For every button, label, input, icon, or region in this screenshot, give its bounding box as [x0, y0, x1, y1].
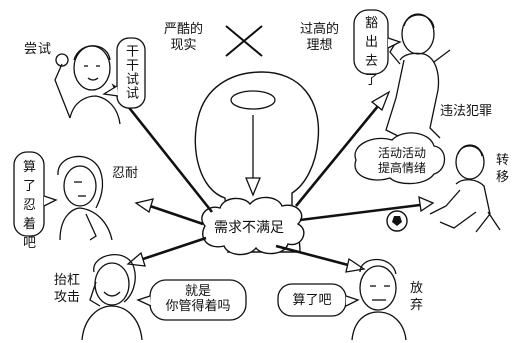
shift-label: 转移 — [496, 153, 510, 185]
arrow-to-crime — [370, 90, 391, 112]
endure-label: 忍耐 — [112, 166, 139, 181]
down-arrow — [245, 177, 261, 197]
arrow-to-endure — [134, 198, 154, 214]
try-bubble-text: 干干试试 — [123, 44, 138, 100]
figure-argue — [81, 254, 143, 341]
center-cloud — [201, 196, 305, 256]
try-label: 尝试 — [24, 42, 53, 57]
arrow-to-argue — [126, 251, 146, 267]
high-ideal-label: 过高的 理想 — [300, 22, 340, 53]
argue-bubble-text: 就是 你管得着吗 — [165, 284, 231, 314]
arrow-to-shift — [418, 195, 435, 213]
figure-shift — [429, 144, 501, 233]
arrow-to-give-up — [345, 257, 366, 273]
give-up-label: 放弃 — [410, 281, 424, 313]
harsh-reality-label: 严酷的 现实 — [164, 22, 204, 53]
soccer-ball — [386, 210, 408, 232]
center-label: 需求不满足 — [214, 220, 284, 236]
argue-label: 抬杠攻击 — [54, 273, 81, 305]
endure-bubble-text: 算了忍着吧 — [22, 160, 36, 251]
shift-bubble-text: 活动活动 提高情绪 — [377, 146, 426, 175]
crime-bubble-text: 豁出去了 — [364, 16, 378, 88]
figure-crime — [385, 13, 451, 139]
figure-give-up — [351, 259, 407, 341]
bubble-endure — [13, 151, 45, 237]
give-up-bubble-text: 算了吧 — [292, 293, 332, 308]
figure-try — [54, 45, 121, 125]
brain-ellipse — [230, 90, 276, 110]
arrows — [111, 83, 435, 273]
crime-label: 违法犯罪 — [440, 104, 493, 119]
bubble-try — [116, 37, 146, 109]
figure-endure — [57, 155, 113, 241]
bubble-shift — [354, 132, 446, 185]
x-mark — [225, 25, 263, 57]
